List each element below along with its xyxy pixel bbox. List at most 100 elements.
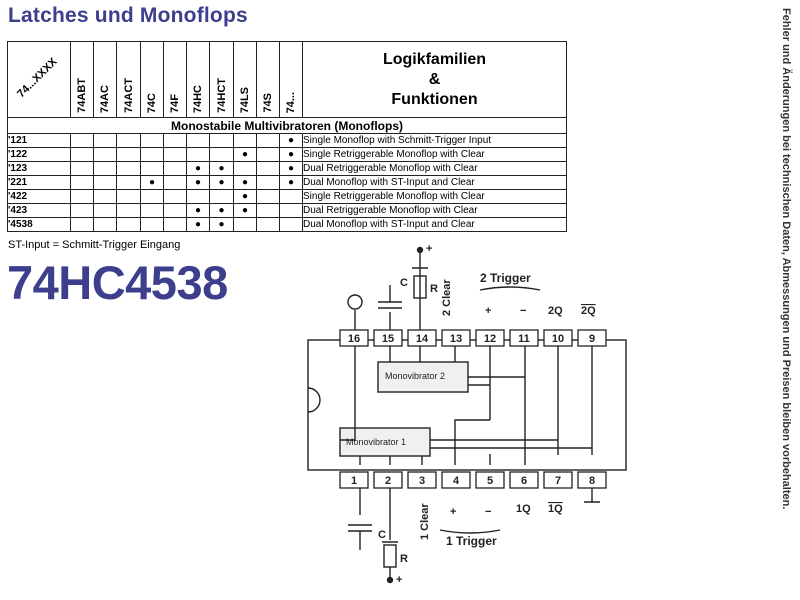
column-header: 74F (163, 41, 187, 118)
pin-number: 8 (589, 475, 595, 487)
row-code: '4538 (7, 217, 71, 232)
availability-cell (70, 189, 94, 204)
row-function: Dual Monoflop with ST-Input and Clear (302, 175, 567, 190)
availability-cell (70, 147, 94, 162)
availability-cell (93, 175, 117, 190)
availability-cell: ● (140, 175, 164, 190)
row-function: Single Retriggerable Monoflop with Clear (302, 189, 567, 204)
availability-cell (116, 175, 141, 190)
availability-cell (163, 189, 187, 204)
availability-cell: ● (233, 147, 257, 162)
availability-cell (93, 161, 117, 176)
availability-cell (163, 161, 187, 176)
pin-box (543, 471, 573, 489)
availability-cell: ● (279, 175, 303, 190)
row-function: Dual Retriggerable Monoflop with Clear (302, 161, 567, 176)
availability-cell (209, 133, 234, 148)
pin-box (543, 329, 573, 347)
trigger-2-minus: − (520, 305, 526, 317)
vcc-bottom-label: + (396, 574, 402, 585)
row-code: '423 (7, 203, 71, 218)
availability-cell (163, 147, 187, 162)
pin-number: 5 (487, 475, 493, 487)
availability-cell: ● (233, 189, 257, 204)
pin-box (475, 471, 505, 489)
availability-cell (93, 189, 117, 204)
pin-box (339, 471, 369, 489)
availability-cell (70, 161, 94, 176)
availability-cell (93, 133, 117, 148)
availability-cell (116, 147, 141, 162)
table-row: '422 ● Single Retriggerable Monoflop with … (7, 189, 567, 204)
availability-cell: ● (186, 203, 210, 218)
page-title: Latches und Monoflops (8, 4, 248, 27)
availability-cell (93, 203, 117, 218)
table-row: '123●●●Dual Retriggerable Monoflop with … (7, 161, 567, 176)
pin-box (509, 329, 539, 347)
availability-cell (116, 161, 141, 176)
availability-cell (209, 189, 234, 204)
availability-cell (256, 175, 280, 190)
trigger-1-label: 1 Trigger (446, 534, 497, 548)
availability-cell (70, 133, 94, 148)
pin-box (373, 329, 403, 347)
availability-cell (140, 217, 164, 232)
table-row: '221●●●●●Dual Monoflop with ST-Input and… (7, 175, 567, 190)
row-code: '121 (7, 133, 71, 148)
corner-header: 74...XXXX (7, 41, 71, 118)
monovibrator-2-block (377, 361, 469, 393)
availability-cell: ● (233, 203, 257, 218)
pin-box (407, 329, 437, 347)
res-label-bottom: R (400, 553, 408, 565)
section-header: Monostabile Multivibratoren (Monoflops) (7, 117, 567, 134)
column-header: 74C (140, 41, 164, 118)
availability-cell (186, 133, 210, 148)
availability-cell (233, 161, 257, 176)
pin-box (339, 329, 369, 347)
clear-2-label: 2 Clear (441, 279, 453, 316)
availability-cell (279, 217, 303, 232)
availability-cell: ● (186, 217, 210, 232)
pin-number: 14 (416, 333, 429, 345)
column-header: 74LS (233, 41, 257, 118)
availability-cell (186, 189, 210, 204)
pin-box (373, 471, 403, 489)
availability-cell: ● (186, 161, 210, 176)
availability-cell: ● (209, 175, 234, 190)
availability-cell (279, 189, 303, 204)
availability-cell (163, 203, 187, 218)
availability-cell (163, 175, 187, 190)
row-code: '422 (7, 189, 71, 204)
availability-cell: ● (209, 217, 234, 232)
table-row: '4538 ●● Dual Monoflop with ST-Input and C… (7, 217, 567, 232)
cap-label-bottom: C (378, 529, 386, 541)
availability-cell: ● (209, 161, 234, 176)
availability-cell: ● (209, 203, 234, 218)
pin-number: 1 (351, 475, 357, 487)
output-1q-label: 1Q (516, 503, 531, 515)
availability-cell (140, 161, 164, 176)
pin-box (509, 471, 539, 489)
availability-cell (163, 133, 187, 148)
table-row: '121●Single Monoflop with Schmitt-Trigge… (7, 133, 567, 148)
availability-cell (140, 203, 164, 218)
availability-cell (209, 147, 234, 162)
family-header: Logikfamilien&Funktionen (302, 41, 567, 118)
column-header: 74HCT (209, 41, 234, 118)
availability-cell (93, 217, 117, 232)
row-function: Dual Monoflop with ST-Input and Clear (302, 217, 567, 232)
trigger-2-plus: + (485, 305, 491, 317)
pin-number: 16 (348, 333, 360, 345)
pin-number: 9 (589, 333, 595, 345)
pin-box (407, 471, 437, 489)
availability-cell (140, 189, 164, 204)
availability-cell (93, 147, 117, 162)
pin-number: 6 (521, 475, 527, 487)
pin-box (577, 329, 607, 347)
row-code: '221 (7, 175, 71, 190)
cap-label-top: C (400, 277, 408, 289)
vcc-symbol-top (347, 294, 363, 310)
availability-cell: ● (233, 175, 257, 190)
